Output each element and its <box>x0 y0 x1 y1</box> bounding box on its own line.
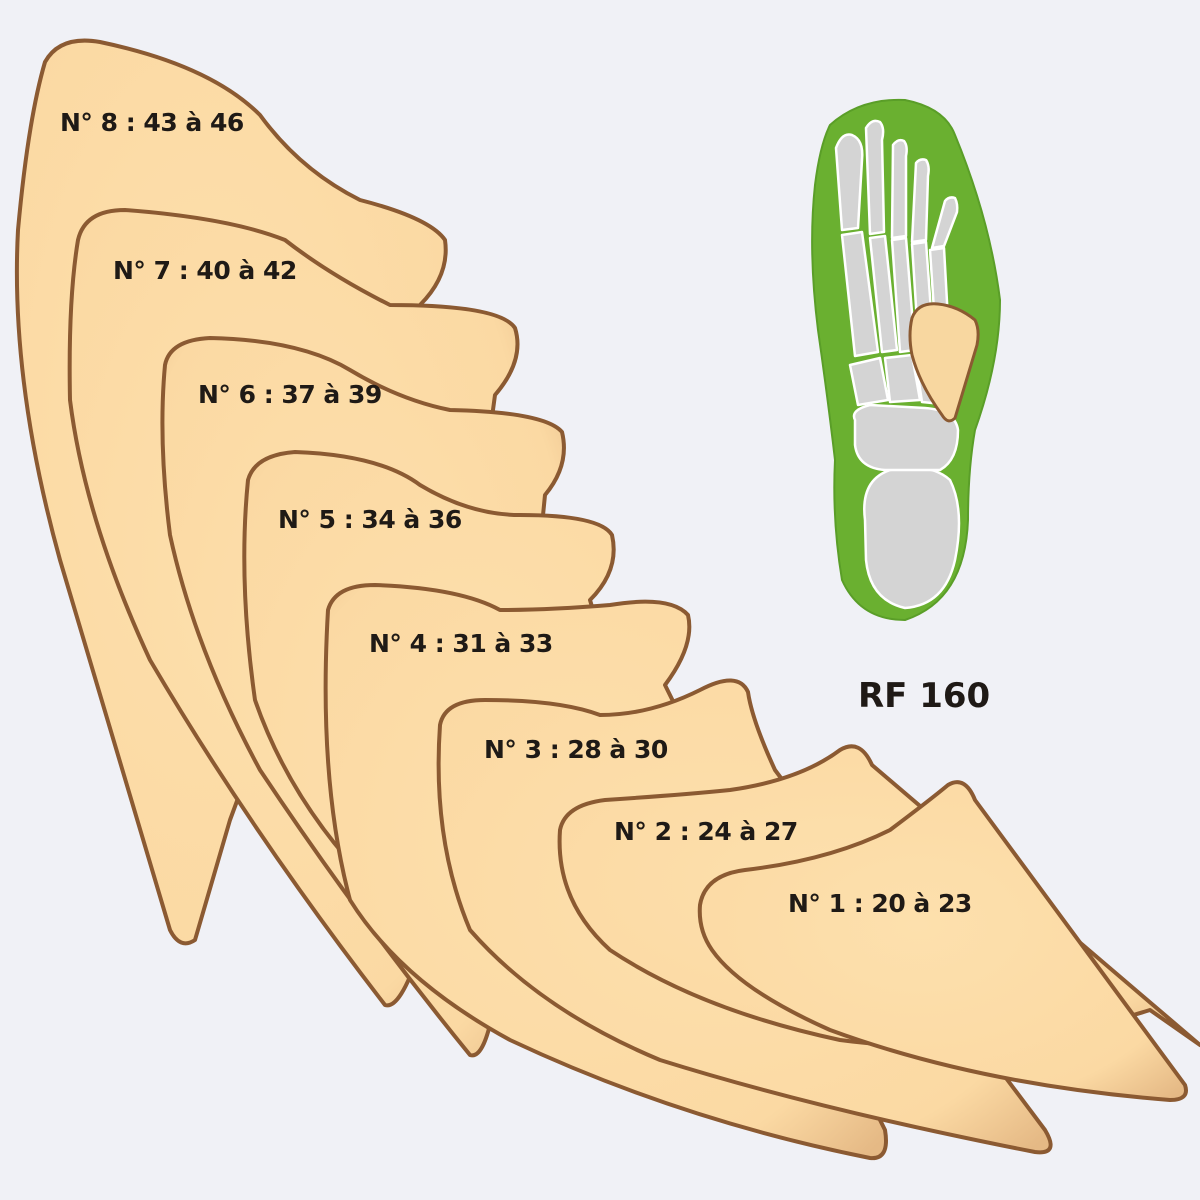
model-label: RF 160 <box>858 676 990 716</box>
size-label-2: N° 2 : 24 à 27 <box>614 817 798 846</box>
size-label-7: N° 7 : 40 à 42 <box>113 256 297 285</box>
size-label-1: N° 1 : 20 à 23 <box>788 889 972 918</box>
size-label-6: N° 6 : 37 à 39 <box>198 380 382 409</box>
foot-skeleton-illustration <box>812 100 1000 620</box>
size-label-8: N° 8 : 43 à 46 <box>60 108 244 137</box>
size-label-4: N° 4 : 31 à 33 <box>369 629 553 658</box>
size-label-3: N° 3 : 28 à 30 <box>484 735 668 764</box>
size-label-5: N° 5 : 34 à 36 <box>278 505 462 534</box>
